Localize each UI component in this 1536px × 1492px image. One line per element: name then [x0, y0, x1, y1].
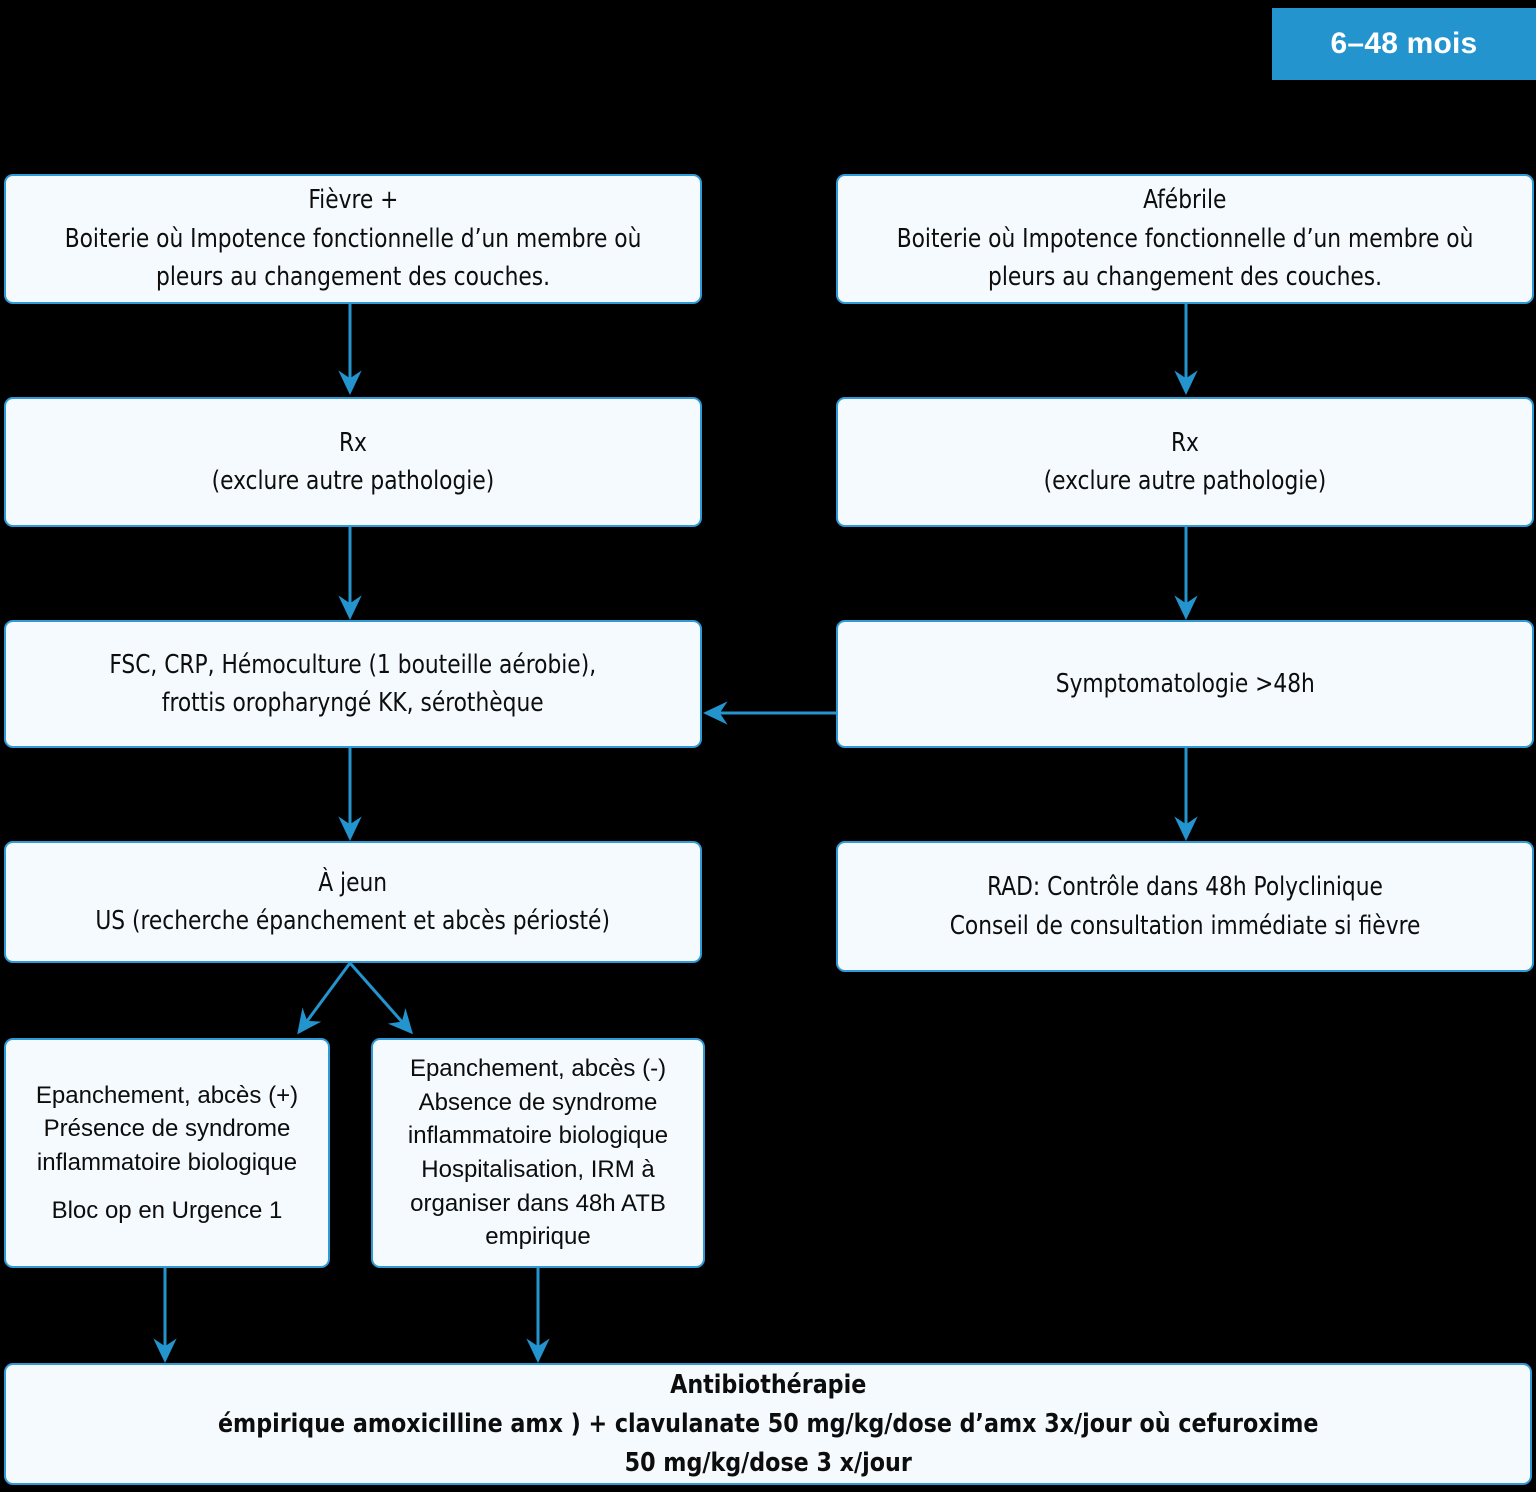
- node-antibiotherapy-title: Antibiothérapie: [669, 1369, 867, 1400]
- node-antibiotherapy[interactable]: Antibiothérapie émpirique amoxicilline a…: [4, 1363, 1532, 1485]
- node-rx-left-text: Rx (exclure autre pathologie): [211, 427, 495, 496]
- node-afebrile-entry-body: Boiterie où Impotence fonctionnelle d’un…: [896, 223, 1474, 293]
- node-fever-entry-body: Boiterie où Impotence fonctionnelle d’un…: [64, 223, 642, 293]
- node-effusion-negative[interactable]: Epanchement, abcès (-) Absence de syndro…: [371, 1038, 705, 1268]
- age-range-badge-label: 6–48 mois: [1330, 27, 1478, 60]
- node-rx-right[interactable]: Rx (exclure autre pathologie): [836, 397, 1534, 527]
- node-labs[interactable]: FSC, CRP, Hémoculture (1 bouteille aérob…: [4, 620, 702, 748]
- node-afebrile-entry-title: Afébrile: [1143, 185, 1227, 216]
- node-fasting-us[interactable]: À jeun US (recherche épanchement et abcè…: [4, 841, 702, 963]
- node-effusion-positive-text-top: Epanchement, abcès (+) Présence de syndr…: [35, 1081, 299, 1176]
- node-afebrile-entry[interactable]: Afébrile Boiterie où Impotence fonctionn…: [836, 174, 1534, 304]
- node-rx-left[interactable]: Rx (exclure autre pathologie): [4, 397, 702, 527]
- node-effusion-positive[interactable]: Epanchement, abcès (+) Présence de syndr…: [4, 1038, 330, 1268]
- node-fever-entry[interactable]: Fièvre + Boiterie où Impotence fonctionn…: [4, 174, 702, 304]
- node-symptoms-48h[interactable]: Symptomatologie >48h: [836, 620, 1534, 748]
- age-range-badge: 6–48 mois: [1272, 8, 1536, 80]
- node-effusion-negative-text: Epanchement, abcès (-) Absence de syndro…: [407, 1055, 669, 1251]
- node-discharge[interactable]: RAD: Contrôle dans 48h Polyclinique Cons…: [836, 841, 1534, 972]
- connector-fasting-to-effusion-negative: [348, 962, 413, 1035]
- node-antibiotherapy-body: émpirique amoxicilline amx ) + clavulana…: [217, 1408, 1319, 1478]
- node-labs-text: FSC, CRP, Hémoculture (1 bouteille aérob…: [109, 649, 597, 718]
- node-effusion-positive-text-bottom: Bloc op en Urgence 1: [51, 1196, 283, 1224]
- node-rx-right-text: Rx (exclure autre pathologie): [1043, 427, 1327, 496]
- connector-fasting-to-effusion-positive: [297, 962, 352, 1035]
- node-fasting-us-text: À jeun US (recherche épanchement et abcè…: [95, 867, 611, 936]
- node-discharge-text: RAD: Contrôle dans 48h Polyclinique Cons…: [949, 872, 1421, 941]
- node-fever-entry-title: Fièvre +: [307, 185, 398, 216]
- node-symptoms-48h-text: Symptomatologie >48h: [1055, 668, 1315, 699]
